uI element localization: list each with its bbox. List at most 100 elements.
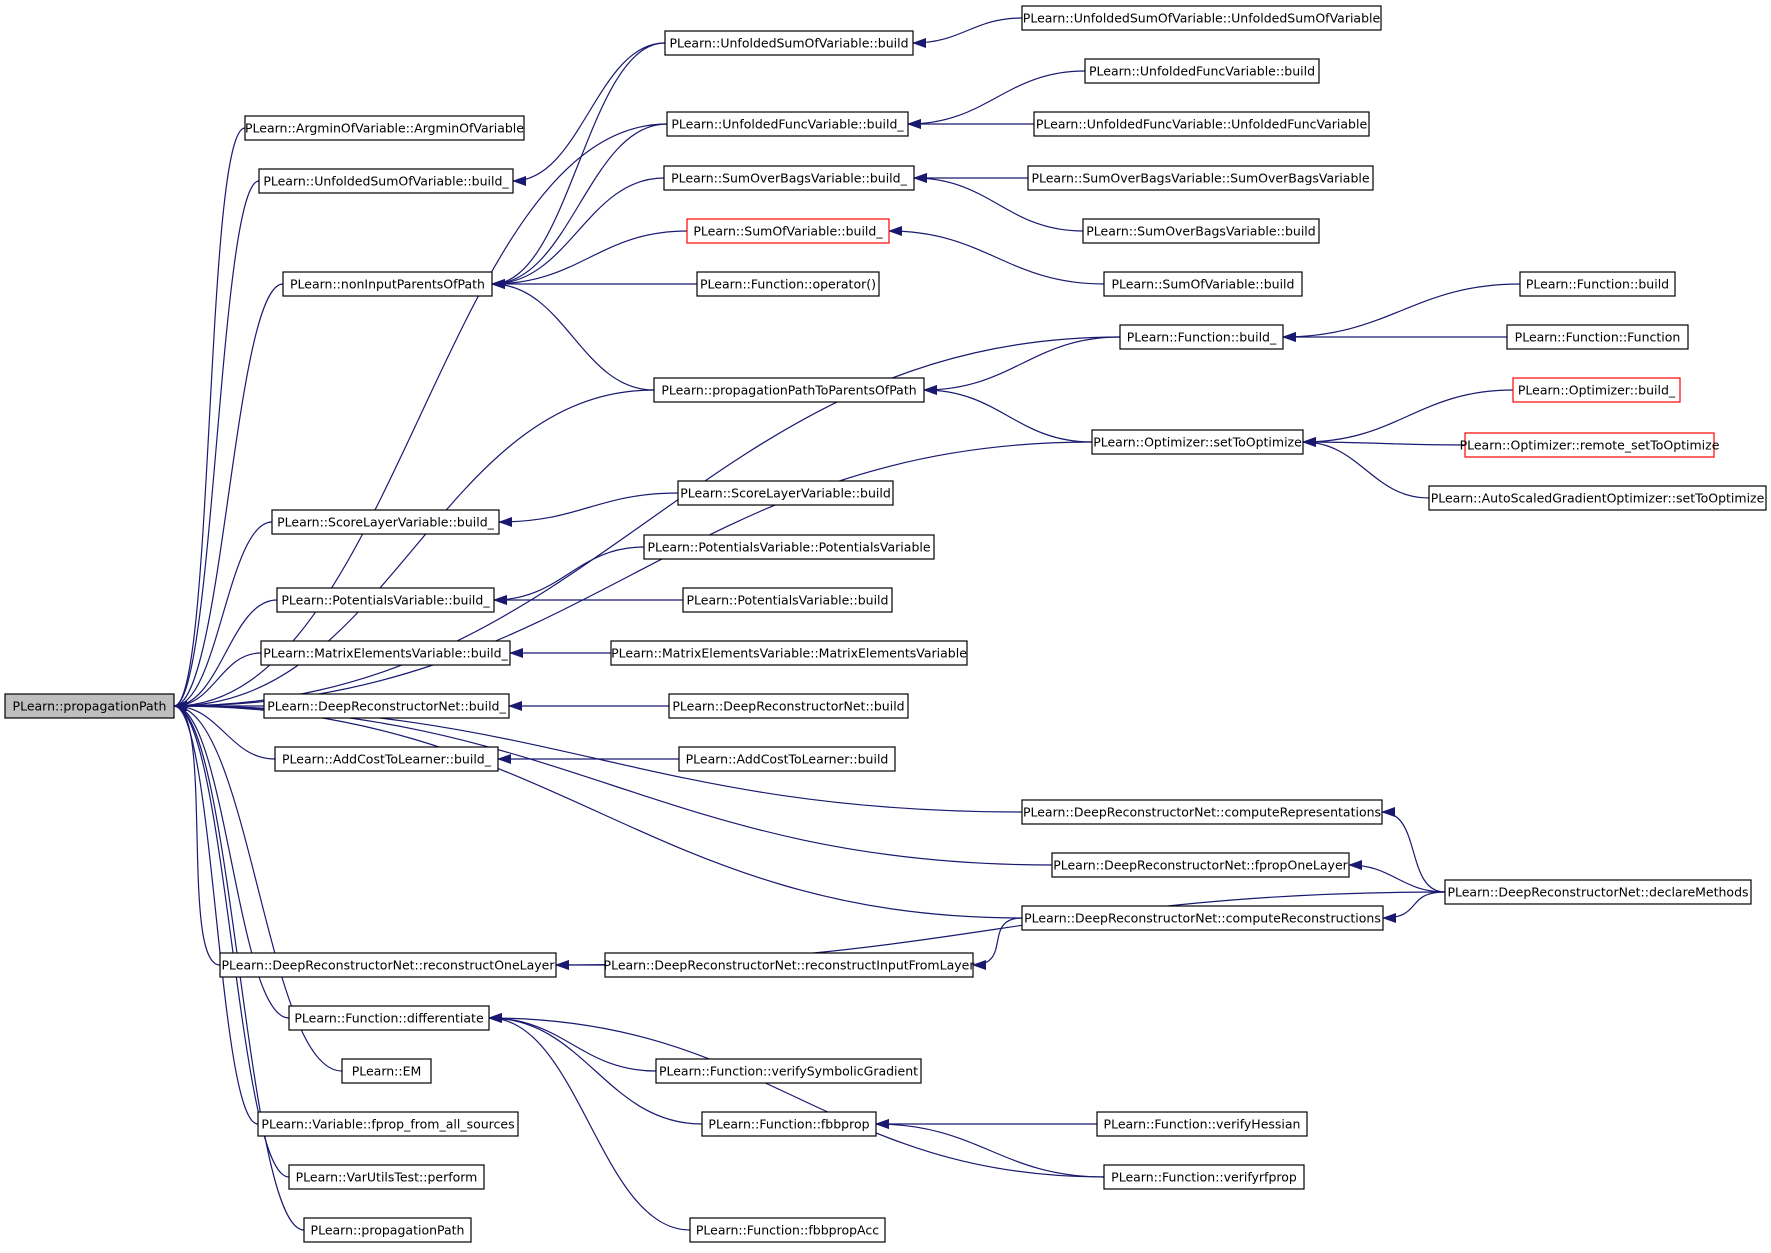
graph-node[interactable]: PLearn::ScoreLayerVariable::build xyxy=(677,480,894,506)
edge-n1-to-n0 xyxy=(173,127,246,711)
graph-node[interactable]: PLearn::Function::verifyHessian xyxy=(1096,1111,1308,1137)
node-label: PLearn::EM xyxy=(352,1064,422,1079)
node-box xyxy=(257,1111,519,1137)
graph-node[interactable]: PLearn::SumOfVariable::build xyxy=(1103,271,1303,297)
node-label: PLearn::propagationPath xyxy=(13,699,167,714)
edge-n36-to-n34 xyxy=(1381,807,1446,893)
graph-node[interactable]: PLearn::DeepReconstructorNet::build xyxy=(668,693,909,719)
node-box xyxy=(677,480,894,506)
graph-node[interactable]: PLearn::Variable::fprop_from_all_sources xyxy=(257,1111,519,1137)
edge-n3-to-n2 xyxy=(512,42,666,186)
graph-node[interactable]: PLearn::Function::verifySymbolicGradient xyxy=(655,1058,922,1084)
edge-n32-to-n0 xyxy=(173,701,276,760)
graph-node[interactable]: PLearn::PotentialsVariable::build xyxy=(682,587,893,613)
edge-n46-to-n43 xyxy=(875,1119,1105,1178)
graph-node[interactable]: PLearn::DeepReconstructorNet::build_ xyxy=(263,693,510,719)
node-label: PLearn::PotentialsVariable::build xyxy=(687,593,889,608)
graph-node[interactable]: PLearn::Function::operator() xyxy=(696,271,880,297)
node-box xyxy=(682,587,893,613)
graph-node[interactable]: PLearn::VarUtilsTest::perform xyxy=(288,1164,485,1190)
edge-n40-to-n0 xyxy=(173,701,290,1019)
node-box xyxy=(1119,324,1284,350)
graph-node[interactable]: PLearn::Function::differentiate xyxy=(288,1005,490,1031)
edge-n16-to-n18 xyxy=(923,336,1121,395)
node-box xyxy=(689,1217,886,1243)
edge-n2-to-n0 xyxy=(173,180,260,711)
edge-n37-to-n39 xyxy=(972,917,1023,970)
graph-node[interactable]: PLearn::Function::fbbprop xyxy=(701,1111,877,1137)
graph-node[interactable]: PLearn::MatrixElementsVariable::build_ xyxy=(260,640,511,666)
graph-node[interactable]: PLearn::DeepReconstructorNet::computeRec… xyxy=(1021,905,1384,931)
node-label: PLearn::VarUtilsTest::perform xyxy=(296,1170,478,1185)
graph-node[interactable]: PLearn::Optimizer::remote_setToOptimize xyxy=(1460,432,1720,458)
node-label: PLearn::DeepReconstructorNet::reconstruc… xyxy=(221,958,555,973)
edge-n11-to-n13 xyxy=(491,230,688,289)
node-label: PLearn::Function::fbbpropAcc xyxy=(696,1223,879,1238)
node-label: PLearn::Optimizer::build_ xyxy=(1518,383,1676,398)
node-label: PLearn::UnfoldedSumOfVariable::UnfoldedS… xyxy=(1023,11,1381,26)
graph-node[interactable]: PLearn::UnfoldedFuncVariable::build_ xyxy=(666,111,909,137)
node-box xyxy=(271,509,500,535)
graph-node[interactable]: PLearn::UnfoldedSumOfVariable::UnfoldedS… xyxy=(1021,5,1382,31)
graph-node[interactable]: PLearn::SumOverBagsVariable::SumOverBags… xyxy=(1027,165,1374,191)
edge-n6-to-n5 xyxy=(907,70,1086,129)
graph-node[interactable]: PLearn::DeepReconstructorNet::reconstruc… xyxy=(604,952,976,978)
graph-node[interactable]: PLearn::UnfoldedSumOfVariable::build_ xyxy=(258,168,514,194)
node-box xyxy=(303,1217,472,1243)
node-box xyxy=(1506,324,1689,350)
graph-node[interactable]: PLearn::propagationPath xyxy=(4,693,175,719)
graph-node[interactable]: PLearn::Function::fbbpropAcc xyxy=(689,1217,886,1243)
graph-node[interactable]: PLearn::SumOfVariable::build_ xyxy=(686,218,890,244)
graph-node[interactable]: PLearn::propagationPath xyxy=(303,1217,472,1243)
edge-n46-to-n40 xyxy=(488,1013,1105,1178)
graph-node[interactable]: PLearn::Optimizer::build_ xyxy=(1512,377,1681,403)
node-label: PLearn::ArgminOfVariable::ArgminOfVariab… xyxy=(245,121,524,136)
graph-node[interactable]: PLearn::Function::build xyxy=(1519,271,1676,297)
node-label: PLearn::SumOverBagsVariable::build xyxy=(1086,224,1315,239)
graph-node[interactable]: PLearn::ScoreLayerVariable::build_ xyxy=(271,509,500,535)
edge-n36-to-n35 xyxy=(1348,860,1446,893)
node-box xyxy=(1027,165,1374,191)
node-label: PLearn::DeepReconstructorNet::computeRep… xyxy=(1023,805,1381,820)
graph-node[interactable]: PLearn::Function::build_ xyxy=(1119,324,1284,350)
edge-n42-to-n0 xyxy=(173,701,343,1072)
graph-node[interactable]: PLearn::Optimizer::setToOptimize xyxy=(1091,429,1304,455)
graph-node[interactable]: PLearn::UnfoldedSumOfVariable::build xyxy=(664,30,914,56)
graph-node[interactable]: PLearn::MatrixElementsVariable::MatrixEl… xyxy=(610,640,968,666)
edge-n45-to-n0 xyxy=(173,701,259,1125)
node-box xyxy=(666,111,909,137)
graph-node[interactable]: PLearn::DeepReconstructorNet::computeRep… xyxy=(1021,799,1383,825)
node-label: PLearn::PotentialsVariable::PotentialsVa… xyxy=(647,540,930,555)
edge-n16-to-n0 xyxy=(173,336,1121,711)
graph-node[interactable]: PLearn::SumOverBagsVariable::build xyxy=(1082,218,1320,244)
graph-node[interactable]: PLearn::ArgminOfVariable::ArgminOfVariab… xyxy=(244,115,525,141)
graph-node[interactable]: PLearn::AutoScaledGradientOptimizer::set… xyxy=(1428,485,1767,511)
node-label: PLearn::Function::build_ xyxy=(1127,330,1277,345)
graph-node[interactable]: PLearn::EM xyxy=(341,1058,432,1084)
graph-node[interactable]: PLearn::UnfoldedFuncVariable::build xyxy=(1084,58,1320,84)
graph-node[interactable]: PLearn::AddCostToLearner::build xyxy=(678,746,896,772)
graph-node[interactable]: PLearn::PotentialsVariable::PotentialsVa… xyxy=(643,534,935,560)
node-label: PLearn::Function::build xyxy=(1526,277,1669,292)
graph-node[interactable]: PLearn::AddCostToLearner::build_ xyxy=(274,746,499,772)
graph-node[interactable]: PLearn::DeepReconstructorNet::fpropOneLa… xyxy=(1051,852,1350,878)
graph-node[interactable]: PLearn::DeepReconstructorNet::reconstruc… xyxy=(219,952,557,978)
node-box xyxy=(678,746,896,772)
edge-n47-to-n0 xyxy=(173,701,290,1178)
node-label: PLearn::DeepReconstructorNet::build xyxy=(672,699,904,714)
graph-node[interactable]: PLearn::nonInputParentsOfPath xyxy=(282,271,493,297)
node-box xyxy=(1051,852,1350,878)
node-box xyxy=(1444,879,1752,905)
edge-n41-to-n40 xyxy=(488,1013,657,1072)
graph-node[interactable]: PLearn::PotentialsVariable::build_ xyxy=(276,587,495,613)
edge-n43-to-n40 xyxy=(488,1013,703,1125)
node-box xyxy=(219,952,557,978)
node-label: PLearn::Function::verifyHessian xyxy=(1104,1117,1301,1132)
graph-node[interactable]: PLearn::SumOverBagsVariable::build_ xyxy=(663,165,915,191)
graph-node[interactable]: PLearn::Function::verifyrfprop xyxy=(1103,1164,1305,1190)
graph-node[interactable]: PLearn::propagationPathToParentsOfPath xyxy=(653,377,925,403)
graph-node[interactable]: PLearn::Function::Function xyxy=(1506,324,1689,350)
edge-n15-to-n16 xyxy=(1282,283,1521,342)
graph-node[interactable]: PLearn::UnfoldedFuncVariable::UnfoldedFu… xyxy=(1033,111,1370,137)
graph-node[interactable]: PLearn::DeepReconstructorNet::declareMet… xyxy=(1444,879,1752,905)
